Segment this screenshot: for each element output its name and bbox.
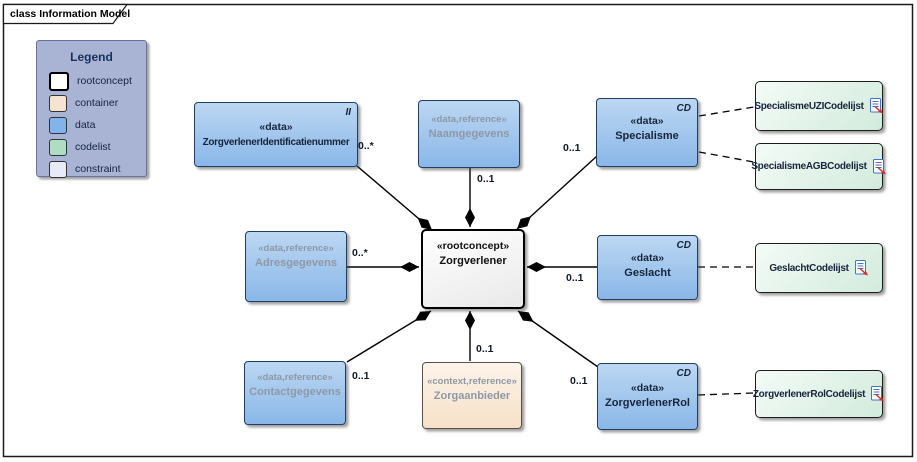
node-name: Zorgaanbieder bbox=[433, 390, 511, 402]
multiplicity-specialisme: 0..1 bbox=[563, 142, 581, 154]
codelist-zorgverlenerrol[interactable]: ZorgverlenerRolCodelijst bbox=[752, 370, 885, 418]
codelist-name: SpecialismeAGBCodelijst bbox=[751, 161, 867, 172]
multiplicity-geslacht: 0..1 bbox=[566, 272, 584, 284]
legend: Legend rootconcept container data codeli… bbox=[36, 40, 147, 180]
node-name: ZorgverlenerIdentificatienummer bbox=[202, 136, 350, 148]
container-swatch bbox=[49, 94, 67, 112]
link-specialisme-agbcodelijst bbox=[698, 151, 755, 163]
node-name: ZorgverlenerRol bbox=[605, 397, 690, 409]
stereotype: «data,reference» bbox=[431, 114, 507, 125]
node-name: Specialisme bbox=[615, 130, 679, 142]
codelist-swatch bbox=[49, 138, 67, 156]
linked-document-icon[interactable] bbox=[871, 386, 885, 402]
linked-document-icon[interactable] bbox=[869, 98, 884, 114]
link-specialisme-uzicodelijst bbox=[698, 106, 755, 117]
node-name: Adresgegevens bbox=[255, 257, 337, 269]
composition-contactgegevens bbox=[346, 310, 432, 363]
stereotype: «data,reference» bbox=[258, 243, 334, 254]
multiplicity-zorgverlenerrol: 0..1 bbox=[570, 375, 588, 387]
multiplicity-adresgegevens: 0..* bbox=[352, 247, 368, 259]
stereotype: «data» bbox=[630, 115, 664, 127]
node-zorgverlenerrol[interactable]: CD «data» ZorgverlenerRol bbox=[597, 363, 698, 430]
codelist-specialisme-agb[interactable]: SpecialismeAGBCodelijst bbox=[751, 143, 886, 190]
stereotype: «data» bbox=[630, 382, 665, 394]
diagram-title: class Information Model bbox=[10, 8, 131, 20]
node-specialisme[interactable]: CD «data» Specialisme bbox=[596, 98, 698, 167]
composition-identificatienummer bbox=[356, 165, 433, 231]
multiplicity-identificatienummer: 0..* bbox=[358, 140, 374, 152]
legend-label: rootconcept bbox=[77, 75, 132, 87]
legend-item-codelist: codelist bbox=[37, 136, 146, 158]
legend-title: Legend bbox=[70, 50, 113, 64]
node-naamgegevens[interactable]: «data,reference» Naamgegevens bbox=[418, 100, 520, 168]
node-adresgegevens[interactable]: «data,reference» Adresgegevens bbox=[245, 231, 347, 302]
stereotype: «data» bbox=[259, 120, 293, 133]
datatype-marker-cd: CD bbox=[676, 240, 691, 251]
data-swatch bbox=[49, 116, 67, 134]
codelist-name: ZorgverlenerRolCodelijst bbox=[752, 388, 866, 400]
node-name: Contactgegevens bbox=[249, 386, 341, 398]
node-zorgverlener-identificatienummer[interactable]: II «data» ZorgverlenerIdentificatienumme… bbox=[194, 102, 358, 167]
stereotype: «data» bbox=[630, 252, 665, 264]
multiplicity-contactgegevens: 0..1 bbox=[352, 370, 370, 382]
diagram-frame-border bbox=[2, 3, 914, 458]
legend-item-constraint: constraint bbox=[37, 158, 146, 180]
node-name: Zorgverlener bbox=[439, 255, 507, 267]
stereotype: «context,reference» bbox=[427, 376, 517, 387]
node-name: Geslacht bbox=[624, 267, 671, 279]
legend-label: container bbox=[75, 97, 119, 109]
composition-specialisme bbox=[516, 155, 598, 230]
linked-document-icon[interactable] bbox=[854, 260, 869, 276]
legend-label: constraint bbox=[75, 163, 121, 175]
multiplicity-zorgaanbieder: 0..1 bbox=[476, 343, 494, 355]
datatype-marker-cd: CD bbox=[676, 368, 691, 379]
codelist-name: GeslachtCodelijst bbox=[769, 262, 849, 274]
codelist-specialisme-uzi[interactable]: SpecialismeUZICodelijst bbox=[754, 81, 884, 131]
diagram-frame-tab bbox=[2, 3, 129, 25]
node-zorgaanbieder[interactable]: «context,reference» Zorgaanbieder bbox=[422, 362, 522, 429]
stereotype: «data,reference» bbox=[257, 372, 333, 383]
legend-label: codelist bbox=[75, 141, 111, 153]
link-zorgverlenerrol-codelijst bbox=[697, 392, 755, 396]
node-contactgegevens[interactable]: «data,reference» Contactgegevens bbox=[244, 361, 346, 425]
node-name: Naamgegevens bbox=[428, 128, 510, 140]
codelist-geslacht[interactable]: GeslachtCodelijst bbox=[755, 243, 883, 293]
rootconcept-swatch bbox=[49, 71, 69, 91]
codelist-name: SpecialismeUZICodelijst bbox=[754, 100, 864, 112]
node-geslacht[interactable]: CD «data» Geslacht bbox=[597, 235, 698, 300]
legend-item-rootconcept: rootconcept bbox=[37, 70, 146, 92]
legend-label: data bbox=[75, 119, 96, 131]
linked-document-icon[interactable] bbox=[872, 158, 887, 175]
node-zorgverlener-root[interactable]: «rootconcept» Zorgverlener bbox=[421, 229, 525, 309]
stereotype: «rootconcept» bbox=[436, 240, 510, 252]
legend-item-data: data bbox=[37, 114, 146, 136]
legend-item-container: container bbox=[37, 92, 146, 114]
datatype-marker-ii: II bbox=[345, 107, 351, 118]
multiplicity-naamgegevens: 0..1 bbox=[477, 173, 495, 185]
composition-zorgverlenerrol bbox=[517, 310, 599, 368]
constraint-swatch bbox=[49, 160, 67, 178]
datatype-marker-cd: CD bbox=[676, 103, 691, 114]
